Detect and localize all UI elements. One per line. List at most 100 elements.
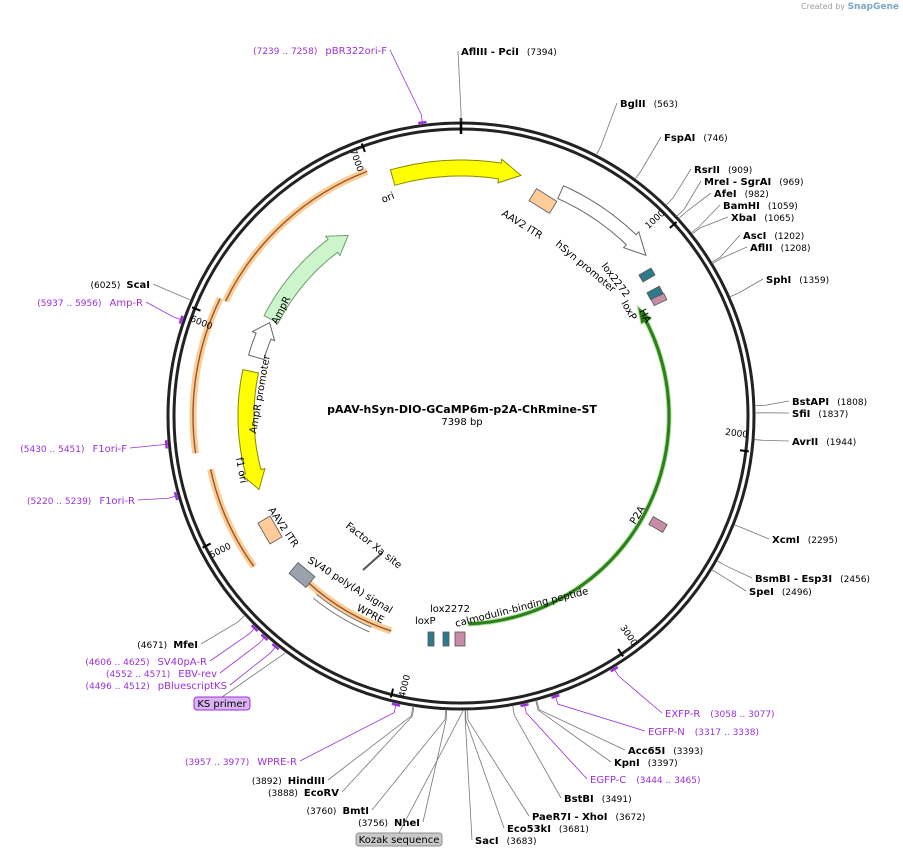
primer-name[interactable]: pBluescriptKS (158, 681, 227, 692)
enzyme-name: MfeI (173, 640, 198, 651)
enzyme-leader-line (535, 700, 612, 763)
enzyme-site-label[interactable]: SphI(1359) (766, 275, 829, 286)
aav2-itr-box-top[interactable] (528, 188, 558, 214)
enzyme-site-label[interactable]: BglII(563) (620, 99, 678, 110)
enzyme-name: BsmBI - Esp3I (755, 574, 832, 585)
primer-position: (5937 .. 5956) (37, 299, 101, 309)
primer-name[interactable]: WPRE-R (257, 757, 297, 768)
badge-box[interactable] (355, 832, 443, 847)
enzyme-site-label[interactable]: BmtI (342, 806, 369, 817)
enzyme-site-label[interactable]: BstBI(3491) (564, 794, 632, 805)
feature-f1-ori[interactable] (237, 369, 266, 491)
feature-hsyn-promoter[interactable] (557, 185, 647, 257)
bp-tick-label: 4000 (398, 674, 413, 699)
enzyme-position: (1202) (774, 232, 804, 242)
enzyme-site-label[interactable]: Eco53kI(3681) (507, 824, 589, 835)
primer-name[interactable]: Amp-R (110, 298, 144, 309)
enzyme-name: BamHI (723, 201, 760, 212)
enzyme-site-label[interactable]: AflII(1208) (750, 243, 811, 254)
enzyme-site-label[interactable]: MreI - SgrAI(969) (704, 177, 803, 188)
primer-position: (3317 .. 3338) (695, 728, 759, 738)
p2a-box[interactable] (648, 516, 668, 533)
enzyme-site-label[interactable]: BamHI(1059) (723, 201, 798, 212)
enzyme-site-label[interactable]: SfiI(1837) (792, 409, 848, 420)
aav2-itr-box-bottom[interactable] (257, 515, 283, 545)
primer-name[interactable]: EGFP-N (648, 727, 685, 738)
primer-name[interactable]: SV40pA-R (158, 657, 207, 668)
enzyme-site-label[interactable]: Acc65I(3393) (628, 746, 703, 757)
enzyme-position: (909) (728, 166, 752, 176)
sv40-polya-box[interactable] (288, 562, 316, 588)
enzyme-site-label[interactable]: AscI(1202) (743, 231, 804, 242)
primer-mark (418, 120, 427, 125)
feature-ampr[interactable] (263, 234, 349, 324)
primer-leader-line (612, 667, 663, 714)
calmodulin-binding-box[interactable] (454, 631, 466, 647)
primer-region-line (192, 298, 221, 454)
enzyme-position: (2496) (782, 588, 812, 598)
enzyme-leader-line (665, 168, 692, 206)
enzyme-position: (3756) (358, 819, 388, 829)
enzyme-name: BglII (620, 99, 646, 110)
enzyme-leader-line (711, 234, 741, 263)
primer-leader-line (523, 703, 588, 780)
loxp-box-bottom[interactable] (427, 631, 435, 647)
enzyme-leader-line (711, 569, 747, 592)
primer-name[interactable]: F1ori-F (93, 444, 128, 455)
enzyme-name: SfiI (792, 409, 810, 420)
enzyme-name: XbaI (731, 213, 756, 224)
enzyme-name: RsrII (694, 165, 720, 176)
enzyme-site-label[interactable]: BsmBI - Esp3I(2456) (755, 574, 870, 585)
enzyme-site-label[interactable]: PaeR7I - XhoI(3672) (532, 812, 645, 823)
ha-box[interactable] (650, 292, 668, 307)
feature-ampr-promoter[interactable] (247, 321, 276, 361)
enzyme-position: (1065) (764, 214, 794, 224)
primer-name[interactable]: EGFP-C (590, 775, 626, 786)
feature-gcamp6m-chrmine[interactable] (467, 304, 672, 627)
wpre-arc-fill (313, 594, 372, 632)
enzyme-site-label[interactable]: ScaI (126, 280, 150, 291)
enzyme-name: BmtI (342, 806, 369, 817)
feature-ori[interactable] (389, 158, 523, 186)
enzyme-site-label[interactable]: HindIII (288, 776, 325, 787)
primer-leader-line (554, 694, 646, 732)
bp-tick-mark (669, 221, 678, 229)
enzyme-site-label[interactable]: AvrII(1944) (792, 437, 856, 448)
primer-mark (178, 315, 184, 324)
bp-tick-mark (191, 306, 201, 312)
enzyme-site-label[interactable]: AflIII - PciI(7394) (461, 47, 557, 58)
enzyme-site-label[interactable]: BstAPI(1808) (792, 397, 867, 408)
enzyme-site-label[interactable]: NheI (394, 818, 420, 829)
enzyme-name: AvrII (792, 437, 818, 448)
enzyme-site-label[interactable]: FspAI(746) (664, 133, 728, 144)
enzyme-name: AflII (750, 243, 773, 254)
lox2272-box-bottom[interactable] (442, 631, 450, 647)
primer-mark (610, 665, 619, 673)
enzyme-site-label[interactable]: XbaI (1065) (731, 213, 794, 224)
enzyme-site-label[interactable]: EcoRV (304, 788, 339, 799)
lox2272-box-top[interactable] (638, 267, 656, 283)
primer-name[interactable]: EBV-rev (178, 669, 217, 680)
enzyme-leader-line (729, 278, 764, 298)
primer-name[interactable]: EXFP-R (665, 709, 700, 720)
badge-box[interactable] (193, 696, 251, 711)
enzyme-layer: AflIII - PciI(7394) BglII(563) FspAI(746) R… (90, 47, 870, 847)
primer-name[interactable]: pBR322ori-F (325, 46, 387, 57)
enzyme-site-label[interactable]: SacI(3683) (475, 836, 537, 847)
enzyme-position: (746) (703, 134, 727, 144)
enzyme-leader-line (422, 709, 448, 823)
feature-label: ori (380, 191, 396, 206)
enzyme-site-label[interactable]: AfeI(982) (714, 189, 769, 200)
primer-mark (391, 702, 401, 707)
enzyme-site-label[interactable]: RsrII (909) (694, 165, 752, 176)
enzyme-site-label[interactable]: KpnI(3397) (614, 758, 678, 769)
primer-position: (5430 .. 5451) (20, 445, 84, 455)
enzyme-position: (969) (779, 178, 803, 188)
enzyme-site-label[interactable]: SpeI(2496) (749, 587, 812, 598)
enzyme-name: SphI (766, 275, 791, 286)
primer-name[interactable]: F1ori-R (99, 496, 135, 507)
enzyme-site-label[interactable]: MfeI (173, 640, 198, 651)
enzyme-site-label[interactable]: XcmI(2295) (772, 535, 838, 546)
enzyme-leader-line (754, 439, 790, 442)
